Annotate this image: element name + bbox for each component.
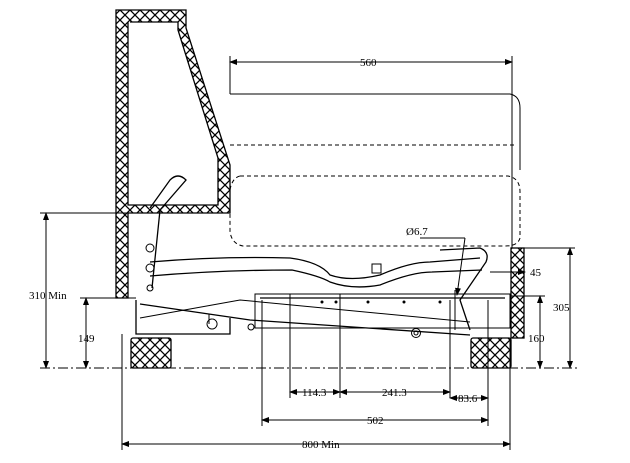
pivot-3 [146,284,154,292]
scissor-arm-a [139,303,471,336]
rail-hole-4 [402,300,406,304]
pivot-1 [145,243,155,253]
dim-305-label: 305 [553,302,570,314]
dim-149-label: 149 [78,333,95,345]
dim-502-label: 502 [367,415,384,427]
front-post-hatched [510,247,525,339]
lock-latch [206,314,218,330]
base-rail [254,293,511,329]
front-link [439,247,488,331]
dim-83-label: 83.6 [458,393,478,405]
dim-hole-label: Ø6.7 [406,226,428,238]
dim-310-label: 310 Min [29,290,67,302]
dim-hole-leader-diag [455,237,466,296]
main-linkage-lower [149,269,483,288]
seat-cushion [229,175,521,247]
rail-hole-2 [334,300,338,304]
scissor-arm-b [139,299,471,323]
back-frame-hatched [115,9,231,299]
dim-800-label: 800 Min [302,439,340,451]
pivot-2 [145,263,155,273]
front-foot [470,337,512,369]
rail-hole-1 [320,300,324,304]
rear-wheel [247,323,255,331]
rail-hole-5 [438,300,442,304]
front-wheel-inner [413,330,419,336]
base-rail-inner [289,290,456,330]
rail-hole-3 [366,300,370,304]
dim-560-label: 560 [360,57,377,69]
dim-114-label: 114.3 [302,387,327,399]
backrest-cushion [230,93,521,170]
dim-45-label: 45 [530,267,542,279]
main-linkage [149,256,481,280]
headrest-linkage [149,175,187,289]
rear-foot [130,337,172,369]
linkage-slot [371,263,382,274]
dim-160-label: 160 [528,333,545,345]
front-wheel [411,328,421,338]
dim-241-label: 241.3 [382,387,407,399]
rear-bracket [135,300,231,335]
